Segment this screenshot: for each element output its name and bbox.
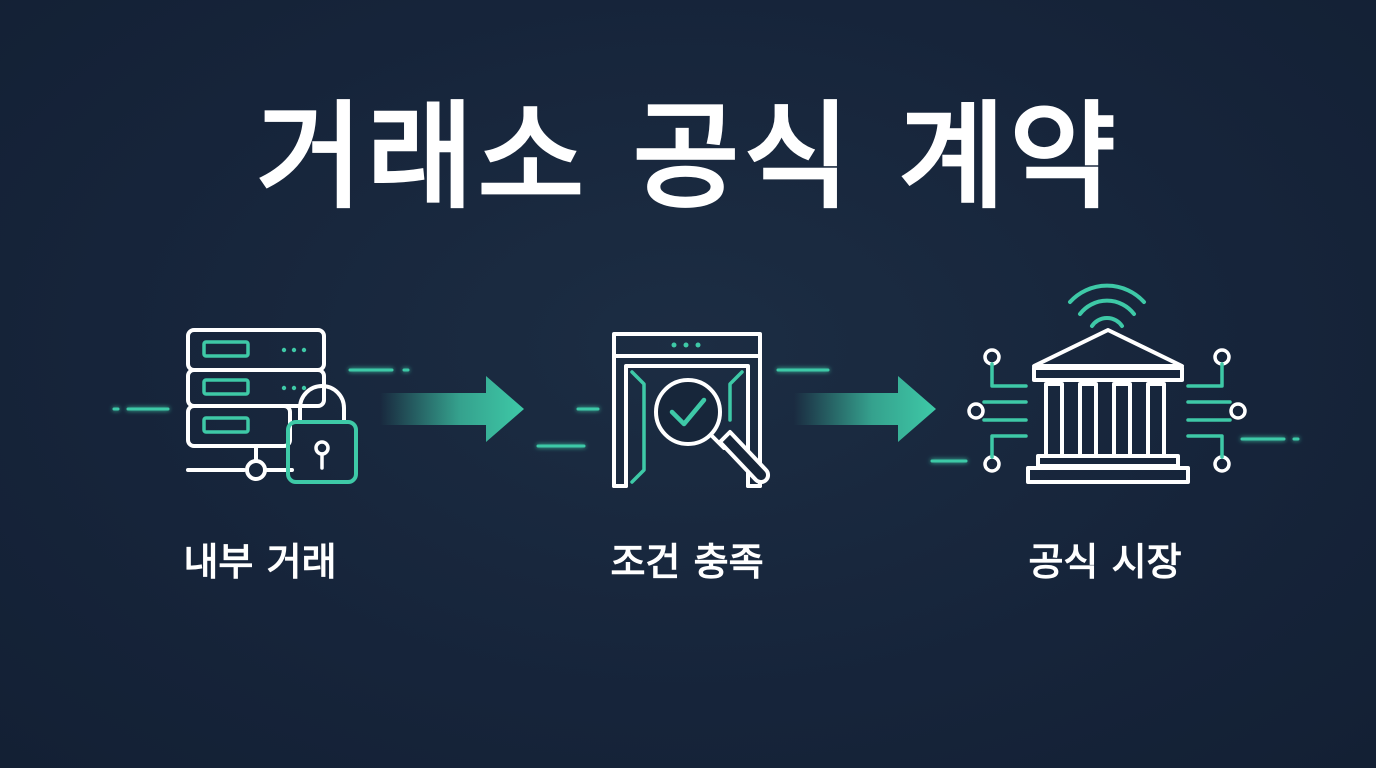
step-label-conditions-met: 조건 충족 xyxy=(610,540,764,584)
decorative-dashes xyxy=(112,368,1300,463)
flow-arrow-1 xyxy=(380,376,524,442)
flow-arrow-2 xyxy=(794,376,936,442)
page-title: 거래소 공식 계약 xyxy=(256,90,1120,225)
gate-magnifier-check-icon xyxy=(612,332,771,488)
step-label-internal-trade: 내부 거래 xyxy=(183,540,337,584)
server-lock-icon xyxy=(186,328,358,484)
step-label-official-market: 공식 시장 xyxy=(1028,540,1182,584)
bank-network-icon xyxy=(967,283,1247,484)
